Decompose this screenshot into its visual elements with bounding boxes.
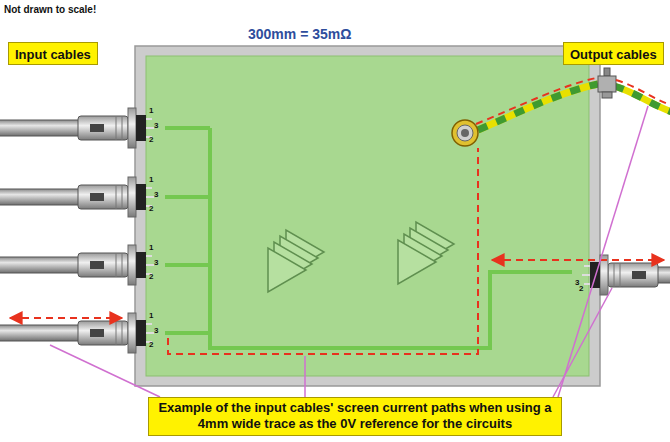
current-path [10,317,122,319]
pin-number: 2 [579,285,583,294]
pin-number: 3 [154,191,158,200]
earth-wire [478,84,598,130]
pin-number: 1 [149,176,153,185]
ground-trace [165,128,572,348]
leader-line [553,288,612,397]
callout-text: Example of the input cables' screen curr… [155,400,555,433]
leader-line [558,106,648,397]
earth-wire [614,86,670,112]
current-path [168,148,478,354]
input-connector [0,108,154,148]
chassis-terminal [602,92,612,98]
ground-trace [165,126,210,130]
pin-number: 3 [154,327,158,336]
chassis-terminal [598,76,616,92]
pin-number: 3 [575,279,579,288]
ground-trace [210,128,572,348]
earth-wire [614,86,670,112]
chassis-terminal [598,68,616,98]
pin-number: 1 [149,244,153,253]
pin-number: 3 [154,259,158,268]
enclosure [135,46,600,386]
ground-trace [165,263,210,267]
pin-number: 3 [154,122,158,131]
pin-number: 2 [149,205,153,214]
amplifier-symbol [268,230,324,292]
ring-terminal [452,120,478,146]
leader-line [50,345,160,397]
tag-text: Output cables [570,47,657,63]
dimension-label: 300mm = 35mΩ [248,27,351,42]
ring-terminal [452,120,478,146]
tag-text: Input cables [15,47,91,63]
pin-number: 2 [149,341,153,350]
pin-number: 1 [149,312,153,321]
cable-tag: Output cables [563,42,664,65]
input-connector [0,177,154,217]
pin-number: 2 [149,136,153,145]
leader-line [50,106,648,397]
pin-number: 1 [149,107,153,116]
ground-trace [165,195,210,199]
ring-terminal [457,125,473,141]
pin-number: 2 [149,273,153,282]
current-path [492,259,664,261]
amplifier-symbol [398,222,454,284]
current-path [10,78,668,354]
ring-terminal [461,129,469,137]
chassis-terminal [604,68,610,76]
earth-wire [478,84,598,130]
input-connector [0,313,154,353]
current-path [616,80,668,104]
note-text: Not drawn to scale! [4,4,96,15]
callout-box: Example of the input cables' screen curr… [148,397,562,436]
current-path [476,78,596,124]
ground-trace [165,331,210,335]
leader-line [304,356,306,397]
input-connector [0,245,154,285]
cable-tag: Input cables [8,42,98,65]
